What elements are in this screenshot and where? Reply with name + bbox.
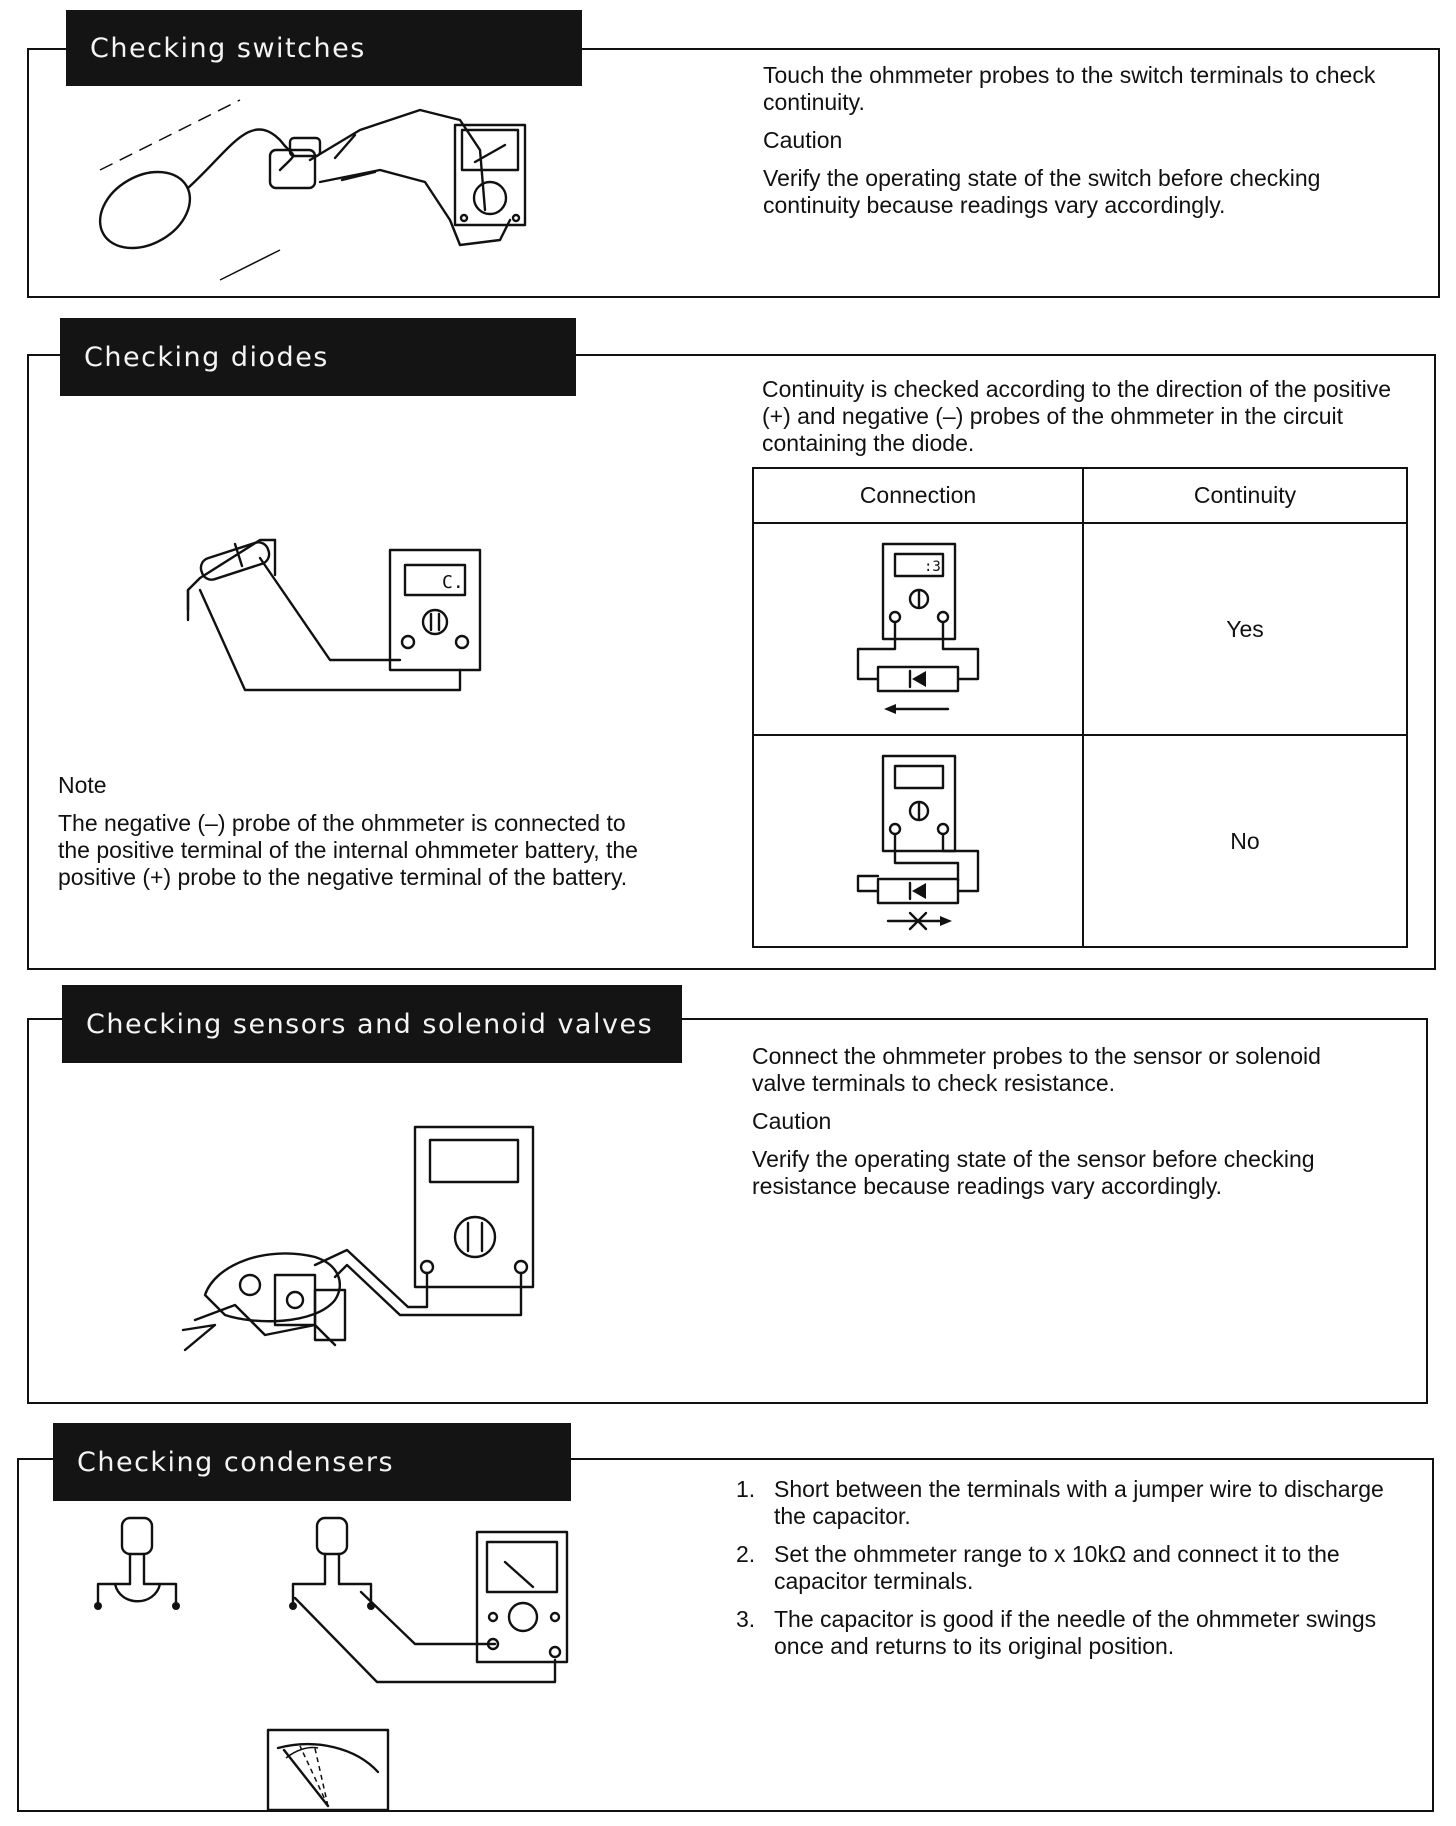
needle-swing-gauge: [266, 1728, 390, 1812]
switch-test-illustration: [98, 99, 527, 281]
step-number: 3.: [736, 1606, 756, 1632]
step-text: Short between the terminals with a jumpe…: [774, 1476, 1384, 1529]
table-row: No: [752, 734, 1408, 948]
switches-section: [27, 48, 1440, 298]
diode-test-illustration: C.: [186, 538, 482, 692]
header-connection: Connection: [752, 467, 1084, 524]
capacitor-discharge-illustration: [94, 1516, 180, 1610]
reverse-bias-diagram: [856, 754, 980, 931]
diodes-intro-text: Continuity is checked according to the d…: [762, 376, 1392, 456]
condensers-title: Checking condensers: [53, 1423, 571, 1501]
continuity-table: Connection Continuity :3 Yes: [752, 467, 1408, 948]
svg-text::3: :3: [924, 559, 941, 575]
condensers-section: [17, 1458, 1434, 1812]
capacitor-test-illustration: [289, 1516, 569, 1684]
list-item: 3. The capacitor is good if the needle o…: [736, 1606, 1396, 1660]
diodes-note-label: Note: [58, 772, 107, 798]
condensers-steps-block: 1. Short between the terminals with a ju…: [736, 1476, 1396, 1671]
connection-reverse-cell: [752, 734, 1084, 948]
condensers-steps: 1. Short between the terminals with a ju…: [736, 1476, 1396, 1660]
continuity-no-cell: No: [1082, 734, 1408, 948]
table-header-row: Connection Continuity: [752, 467, 1408, 524]
header-continuity: Continuity: [1082, 467, 1408, 524]
diodes-title: Checking diodes: [60, 318, 576, 396]
list-item: 1. Short between the terminals with a ju…: [736, 1476, 1396, 1530]
forward-bias-diagram: :3: [856, 542, 980, 714]
sensors-paragraph-1: Connect the ohmmeter probes to the senso…: [752, 1043, 1321, 1096]
step-text: Set the ohmmeter range to x 10kΩ and con…: [774, 1541, 1340, 1594]
connection-forward-cell: :3: [752, 522, 1084, 736]
sensors-caution-label: Caution: [752, 1108, 832, 1134]
table-row: :3 Yes: [752, 522, 1408, 736]
step-number: 2.: [736, 1541, 756, 1567]
step-text: The capacitor is good if the needle of t…: [774, 1606, 1377, 1659]
sensor-test-illustration: [181, 1125, 535, 1352]
step-number: 1.: [736, 1476, 756, 1502]
continuity-yes-cell: Yes: [1082, 522, 1408, 736]
list-item: 2. Set the ohmmeter range to x 10kΩ and …: [736, 1541, 1396, 1595]
svg-text:C.: C.: [442, 572, 464, 593]
sensors-section: [27, 1018, 1428, 1404]
sensors-caution-text: Verify the operating state of the sensor…: [752, 1146, 1315, 1199]
switches-caution-text: Verify the operating state of the switch…: [763, 165, 1321, 218]
switches-text: Touch the ohmmeter probes to the switch …: [763, 62, 1383, 230]
switches-title: Checking switches: [66, 10, 582, 86]
sensors-text: Connect the ohmmeter probes to the senso…: [752, 1043, 1372, 1211]
switches-paragraph-1: Touch the ohmmeter probes to the switch …: [763, 62, 1376, 115]
diodes-intro: Continuity is checked according to the d…: [762, 376, 1412, 468]
diodes-note: Note The negative (–) probe of the ohmme…: [58, 772, 658, 902]
sensors-title: Checking sensors and solenoid valves: [62, 985, 682, 1063]
diodes-note-text: The negative (–) probe of the ohmmeter i…: [58, 810, 638, 890]
switches-caution-label: Caution: [763, 127, 843, 153]
